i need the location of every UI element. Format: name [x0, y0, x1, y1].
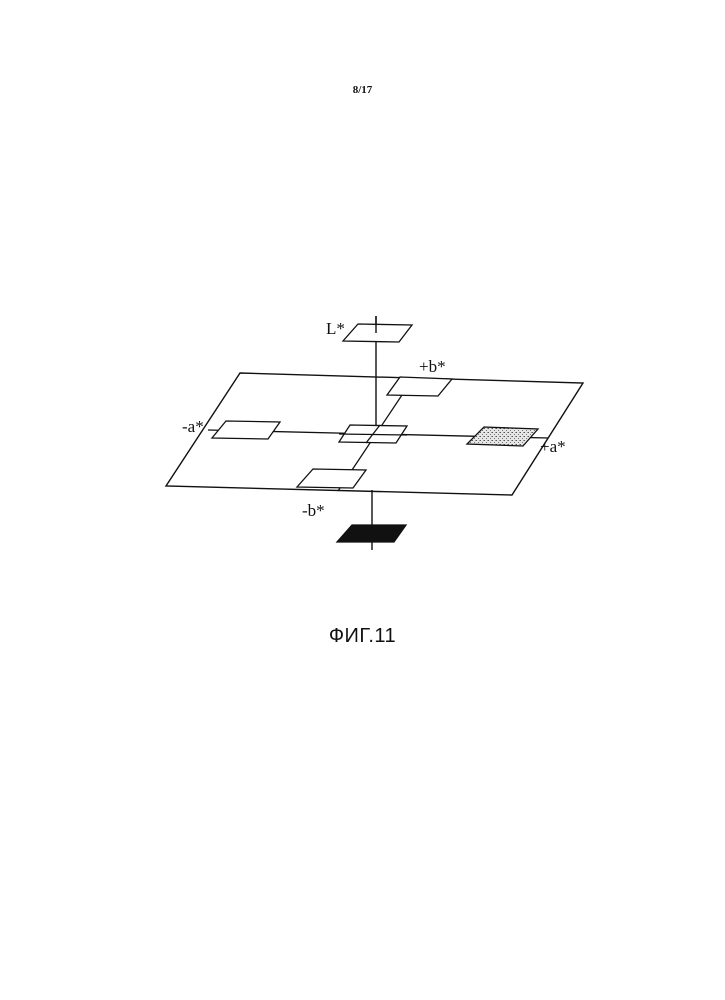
label-minus-b: -b*: [302, 501, 325, 520]
plus-b-patch: [387, 377, 452, 396]
label-l-star: L*: [326, 319, 345, 338]
plus-a-patch: [467, 427, 538, 446]
minus-a-patch: [212, 421, 280, 439]
figure-caption: ФИГ.11: [0, 625, 725, 648]
minus-b-patch: [297, 469, 366, 488]
label-plus-a: +a*: [540, 437, 566, 456]
l-star-patch: [343, 324, 412, 342]
label-minus-a: -a*: [182, 417, 204, 436]
black-patch: [337, 525, 406, 542]
label-plus-b: +b*: [419, 357, 446, 376]
